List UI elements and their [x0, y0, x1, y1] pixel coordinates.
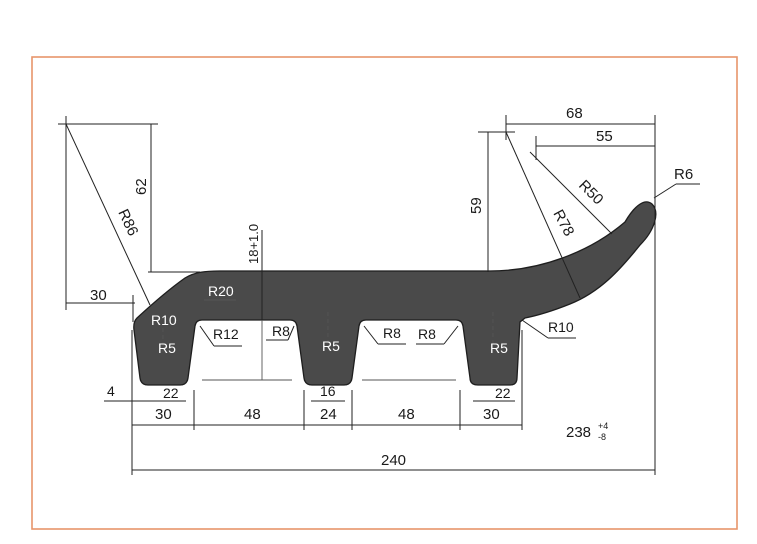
label-r20: R20: [208, 283, 234, 299]
label-r10-right: R10: [548, 319, 574, 335]
r78-leader: [505, 131, 581, 299]
label-27-tol-upper: +1.5: [240, 342, 250, 360]
label-r5-left: R5: [158, 340, 176, 356]
label-r50: R50: [575, 177, 606, 208]
r8b-leader: [363, 325, 379, 345]
label-238-tol-upper: +4: [598, 421, 608, 431]
label-seg-30-left: 30: [155, 406, 172, 423]
label-seg-30-right: 30: [483, 406, 500, 423]
drawing-frame: [31, 56, 738, 530]
label-r78: R78: [549, 207, 577, 239]
label-r10-left: R10: [151, 312, 177, 328]
r12-leader: [199, 325, 215, 347]
label-r12: R12: [213, 326, 239, 342]
label-68: 68: [566, 105, 583, 122]
r86-leader: [65, 123, 151, 306]
label-r86: R86: [114, 207, 141, 239]
label-r5-mid: R5: [322, 338, 340, 354]
label-r8-c: R8: [418, 326, 436, 342]
label-22-left: 22: [163, 385, 179, 401]
label-240: 240: [381, 452, 406, 469]
label-r6: R6: [674, 166, 693, 183]
label-16: 16: [320, 383, 336, 399]
r8a-leader: [287, 325, 295, 341]
label-r5-right: R5: [490, 340, 508, 356]
label-r8-a: R8: [272, 323, 290, 339]
label-seg-48-right: 48: [398, 406, 415, 423]
label-55: 55: [596, 128, 613, 145]
r8c-leader: [443, 325, 459, 345]
label-238: 238: [566, 424, 591, 441]
label-18: 18+1.0: [246, 224, 261, 264]
label-238-tol-lower: -8: [598, 432, 606, 442]
label-seg-48-left: 48: [244, 406, 261, 423]
label-27-tol-lower: -1.0: [252, 344, 262, 360]
r50-leader: [529, 151, 613, 235]
label-22-right: 22: [495, 385, 511, 401]
label-59: 59: [468, 197, 485, 214]
label-30-left: 30: [90, 287, 107, 304]
label-4: 4: [107, 383, 115, 399]
r6-leader: [653, 183, 677, 199]
label-62: 62: [133, 178, 150, 195]
label-seg-24: 24: [320, 406, 337, 423]
label-27: 27: [245, 363, 262, 380]
r10-right-leader: [521, 319, 549, 339]
label-r8-b: R8: [383, 325, 401, 341]
